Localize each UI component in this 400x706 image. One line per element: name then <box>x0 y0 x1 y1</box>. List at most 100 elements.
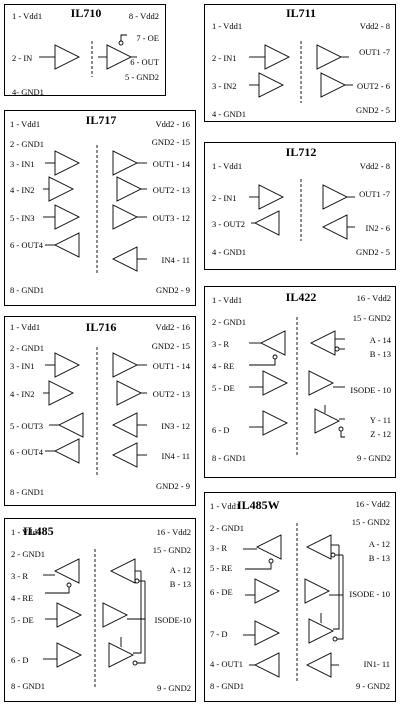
pin-label: 8 - GND1 <box>11 681 45 691</box>
buffer-icon <box>112 352 139 378</box>
pin-label: ISODE-10 <box>155 615 191 625</box>
buffer-icon <box>112 150 139 176</box>
pin-label: 2 - IN <box>12 53 32 63</box>
buffer-icon <box>56 602 83 628</box>
pin-label: IN2 - 6 <box>365 223 390 233</box>
buffer-icon <box>111 246 138 272</box>
pin-label: 6 - D <box>11 655 28 665</box>
pin-label: 7 - OE <box>136 33 159 43</box>
pin-label: 5 - DE <box>11 615 34 625</box>
pin-label: OUT2 - 13 <box>153 389 190 399</box>
buffer-icon <box>259 330 286 356</box>
pin-label: A - 12 <box>170 565 191 575</box>
pin-label: 4 - GND1 <box>212 247 246 257</box>
pin-label: 9 - GND2 <box>356 681 390 691</box>
buffer-icon <box>53 232 80 258</box>
pin-label: 15 - GND2 <box>353 313 391 323</box>
pin-label: ISODE - 10 <box>349 589 390 599</box>
buffer-icon <box>320 72 347 98</box>
pin-label: 5 - IN3 <box>10 213 35 223</box>
buffer-icon <box>56 642 83 668</box>
buffer-icon <box>108 642 135 668</box>
panel-title: IL712 <box>286 145 317 159</box>
pin-label: GND2 - 5 <box>356 105 390 115</box>
pin-label: 5 - RE <box>210 563 232 573</box>
pin-label: 9 - GND2 <box>357 453 391 463</box>
pin-label: GND2 - 5 <box>356 247 390 257</box>
buffer-icon <box>254 620 281 646</box>
pin-label: IN4 - 11 <box>162 451 190 461</box>
pin-label: 6 - DE <box>210 587 233 597</box>
pin-label: 8 - Vdd2 <box>129 11 159 21</box>
pin-label: OUT3 - 12 <box>153 213 190 223</box>
pin-label: 6 - OUT <box>130 57 160 67</box>
pin-label: OUT1 - 14 <box>153 361 191 371</box>
pin-label: 3 - IN2 <box>212 81 237 91</box>
buffer-icon <box>111 442 138 468</box>
panel-title: IL422 <box>286 290 317 304</box>
pin-label: Z - 12 <box>370 429 391 439</box>
pin-label: A - 12 <box>369 539 390 549</box>
buffer-icon <box>321 214 348 240</box>
pin-label: 4 - RE <box>212 361 234 371</box>
buffer-icon <box>109 558 136 584</box>
buffer-icon <box>305 534 332 560</box>
buffer-icon <box>53 438 80 464</box>
pin-label: 5 - GND2 <box>125 72 159 82</box>
pin-label: 3 - OUT2 <box>212 219 245 229</box>
pin-label: 16 - Vdd2 <box>157 527 191 537</box>
pin-label: B - 13 <box>370 349 391 359</box>
panel-title: IL710 <box>71 6 102 20</box>
pin-label: A - 14 <box>370 335 392 345</box>
pin-label: IN1- 11 <box>364 659 390 669</box>
buffer-icon <box>316 44 343 70</box>
pin-label: 16 - Vdd2 <box>357 293 391 303</box>
buffer-icon <box>116 380 143 406</box>
pin-label: 3 - R <box>11 571 28 581</box>
pin-label: Y - 11 <box>370 415 391 425</box>
pin-label: 3 - IN1 <box>10 361 35 371</box>
pin-label: OUT2 - 6 <box>357 81 390 91</box>
pin-label: 6 - OUT4 <box>10 447 44 457</box>
pin-label: 8 - GND1 <box>10 487 44 497</box>
buffer-icon <box>102 602 129 628</box>
pin-label: 3 - R <box>210 543 227 553</box>
pin-label: 2 - GND1 <box>10 139 44 149</box>
pin-label: OUT1 -7 <box>359 189 390 199</box>
pin-label: 4 - IN2 <box>10 389 35 399</box>
pin-label: Vdd2 - 16 <box>156 119 190 129</box>
pin-label: 3 - R <box>212 339 229 349</box>
pin-label: GND2 - 15 <box>152 137 190 147</box>
buffer-icon <box>106 44 133 70</box>
pin-label: 8 - GND1 <box>10 285 44 295</box>
pin-label: 8 - GND1 <box>212 453 246 463</box>
pin-label: 2 - GND1 <box>210 523 244 533</box>
pin-label: Vdd2 - 16 <box>156 322 190 332</box>
pin-label: 8 - GND1 <box>210 681 244 691</box>
pin-label: GND2 - 15 <box>152 341 190 351</box>
pin-label: IN4 - 11 <box>162 255 190 265</box>
buffer-icon <box>258 72 285 98</box>
buffer-icon <box>264 44 291 70</box>
buffer-icon <box>53 558 80 584</box>
pin-label: Vdd2 - 8 <box>360 21 390 31</box>
pin-label: 1 - Vdd1 <box>10 322 40 332</box>
panel-title: IL711 <box>286 6 316 20</box>
pin-label: 2 - IN1 <box>212 53 237 63</box>
pin-label: GND2 - 9 <box>156 285 190 295</box>
buffer-icon <box>57 412 84 438</box>
pin-label: 2 - GND1 <box>10 343 44 353</box>
pin-label: 15 - GND2 <box>153 545 191 555</box>
